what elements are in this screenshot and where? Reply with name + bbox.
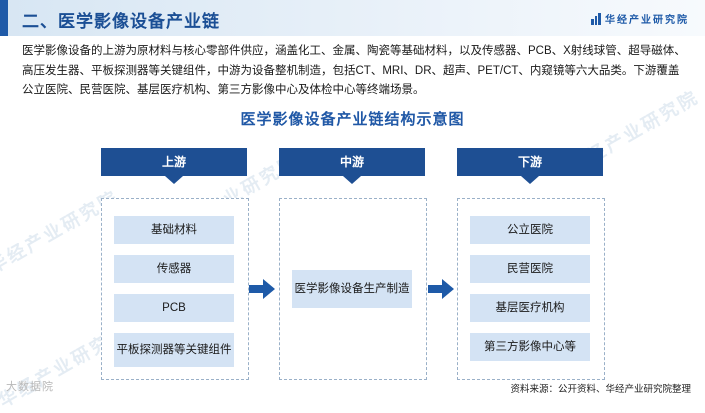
header-accent-bar	[0, 0, 8, 36]
bottom-logo: 大数据院	[6, 381, 54, 393]
upstream-item: PCB	[114, 294, 234, 322]
stage-header-upstream: 上游	[101, 148, 247, 184]
section-header: 二、医学影像设备产业链 华经产业研究院	[0, 0, 705, 36]
right-arrow-icon	[428, 279, 454, 299]
downstream-item: 基层医疗机构	[470, 294, 590, 322]
upstream-item: 基础材料	[114, 216, 234, 244]
stage-header-downstream: 下游	[457, 148, 603, 184]
brand-logo: 华经产业研究院	[591, 11, 689, 26]
source-note: 资料来源：公开资料、华经产业研究院整理	[510, 384, 691, 395]
downstream-box: 公立医院 民营医院 基层医疗机构 第三方影像中心等	[457, 198, 605, 380]
section-title: 二、医学影像设备产业链	[22, 12, 220, 31]
diagram-title: 医学影像设备产业链结构示意图	[240, 111, 465, 128]
bar-chart-icon	[591, 12, 602, 25]
midstream-box: 医学影像设备生产制造	[279, 198, 427, 380]
header-band	[0, 0, 705, 36]
midstream-item: 医学影像设备生产制造	[292, 270, 412, 308]
upstream-item: 平板探测器等关键组件	[114, 333, 234, 367]
right-arrow-icon	[249, 279, 275, 299]
downstream-item: 公立医院	[470, 216, 590, 244]
upstream-box: 基础材料 传感器 PCB 平板探测器等关键组件	[101, 198, 249, 380]
downstream-item: 民营医院	[470, 255, 590, 283]
intro-paragraph: 医学影像设备的上游为原材料与核心零部件供应，涵盖化工、金属、陶瓷等基础材料，以及…	[22, 45, 686, 96]
upstream-item: 传感器	[114, 255, 234, 283]
stage-header-midstream: 中游	[279, 148, 425, 184]
downstream-item: 第三方影像中心等	[470, 333, 590, 361]
brand-name: 华经产业研究院	[605, 15, 689, 26]
